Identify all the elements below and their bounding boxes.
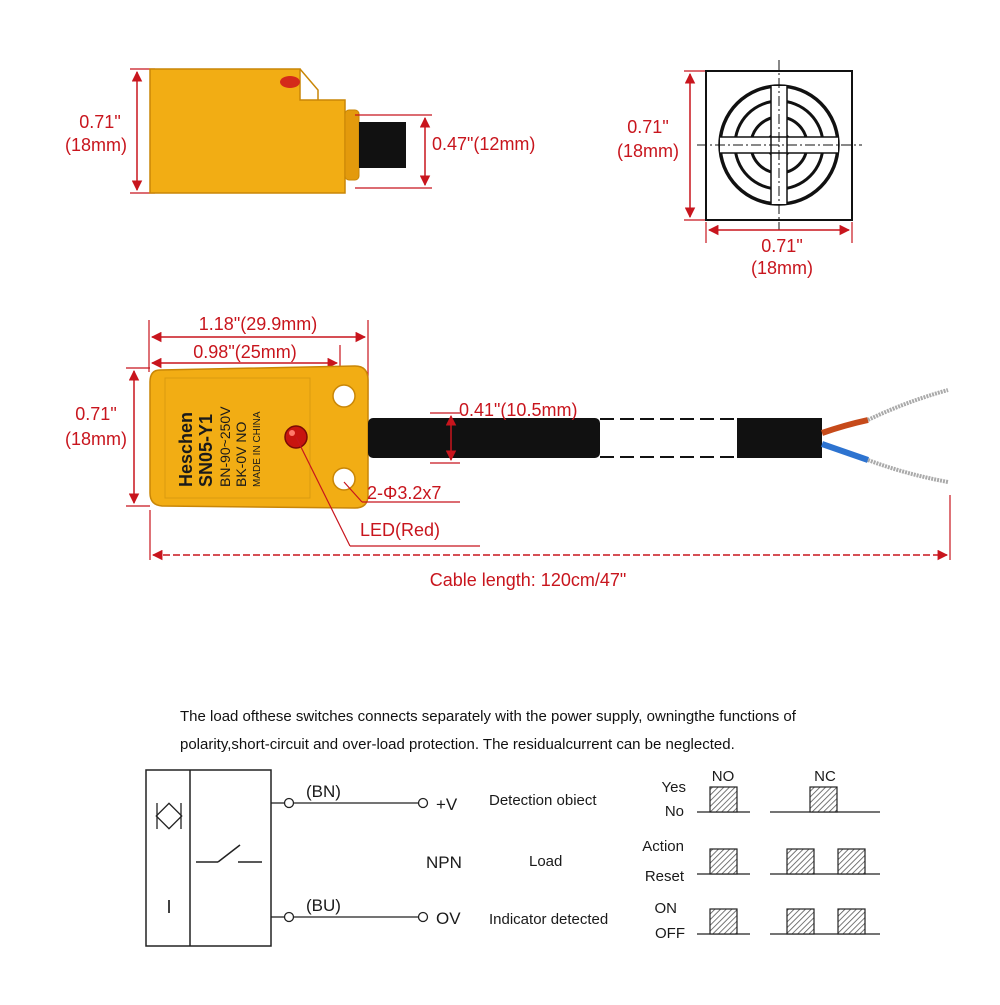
cable-diameter-label: 0.41"(10.5mm) xyxy=(459,400,577,420)
mounting-hole-bottom xyxy=(332,467,356,491)
bn-label: (BN) xyxy=(306,782,341,801)
width-label-1: 0.71" xyxy=(761,236,802,256)
row-top-yes: Yes xyxy=(662,779,686,796)
ov-label: OV xyxy=(436,909,461,928)
cable-side-view xyxy=(368,388,949,484)
blue-wire xyxy=(821,441,869,463)
sensor-side-view: Heschen SN05-Y1 BN-90~250V BK-0V NO MADE… xyxy=(149,365,369,509)
nc-column-header: NC xyxy=(814,768,836,785)
row-top-on: ON xyxy=(655,900,678,917)
pulse-nc-detection xyxy=(809,786,838,813)
description-line-1: The load ofthese switches connects separ… xyxy=(180,708,796,725)
vplus-label: +V xyxy=(436,795,458,814)
bu-label: (BU) xyxy=(306,896,341,915)
timing-table: NO NC Detection obiect Yes No Load Actio… xyxy=(489,768,880,942)
pulse-no-detection xyxy=(709,786,738,813)
npn-label: NPN xyxy=(426,853,462,872)
current-symbol: I xyxy=(166,897,171,917)
row-bottom-no: No xyxy=(665,803,684,820)
spec-line-1: BN-90~250V xyxy=(217,406,233,487)
model-text: SN05-Y1 xyxy=(196,414,216,487)
row-bottom-off: OFF xyxy=(655,925,685,942)
length-total-label: 1.18"(29.9mm) xyxy=(199,314,317,334)
wiring-schematic: I (BN) +V (BU) OV NPN xyxy=(145,769,462,947)
cable-length-label: Cable length: 120cm/47" xyxy=(430,570,627,590)
no-column-header: NO xyxy=(712,768,735,785)
cable-top-view xyxy=(359,122,406,168)
height-label-1: 0.71" xyxy=(79,112,120,132)
row-top-action: Action xyxy=(642,838,684,855)
top-right-view: 0.71" (18mm) 0.71" (18mm) xyxy=(617,60,862,278)
height-label-2: (18mm) xyxy=(65,135,127,155)
cable-diameter-label: 0.47"(12mm) xyxy=(432,134,535,154)
row-label-load: Load xyxy=(529,853,562,870)
row-bottom-reset: Reset xyxy=(645,868,685,885)
height-label-1: 0.71" xyxy=(627,117,668,137)
length-holes-label: 0.98"(25mm) xyxy=(193,342,296,362)
pulse-no-indicator xyxy=(709,908,738,935)
pulse-nc-load-1 xyxy=(786,848,815,875)
pulse-nc-indicator-1 xyxy=(786,908,815,935)
row-label-detection: Detection obiect xyxy=(489,792,597,809)
pulse-nc-indicator-2 xyxy=(837,908,866,935)
height-label-2: (18mm) xyxy=(65,429,127,449)
sensor-print: Heschen SN05-Y1 BN-90~250V BK-0V NO MADE… xyxy=(176,406,263,487)
led-icon xyxy=(280,76,300,88)
mounting-hole-top xyxy=(332,384,356,408)
proximity-symbol-icon xyxy=(155,802,183,830)
pulse-no-load xyxy=(709,848,738,875)
sensing-face xyxy=(697,60,862,230)
top-left-view: 0.71" (18mm) 0.47"(12mm) xyxy=(65,68,535,194)
pulse-nc-load-2 xyxy=(837,848,866,875)
holes-label: 2-Φ3.2x7 xyxy=(367,483,441,503)
switch-symbol-icon xyxy=(196,844,262,863)
side-view: 1.18"(29.9mm) 0.98"(25mm) 0.71" (18mm) H… xyxy=(65,314,951,590)
spec-line-3: MADE IN CHINA xyxy=(252,411,263,487)
sensor-top-view xyxy=(149,68,360,194)
height-label-1: 0.71" xyxy=(75,404,116,424)
height-label-2: (18mm) xyxy=(617,141,679,161)
spec-line-2: BK-0V NO xyxy=(233,422,249,487)
row-label-indicator: Indicator detected xyxy=(489,911,608,928)
brown-wire xyxy=(821,417,869,436)
width-label-2: (18mm) xyxy=(751,258,813,278)
description-line-2: polarity,short-circuit and over-load pro… xyxy=(180,736,735,753)
brand-text: Heschen xyxy=(176,412,196,487)
led-label: LED(Red) xyxy=(360,520,440,540)
